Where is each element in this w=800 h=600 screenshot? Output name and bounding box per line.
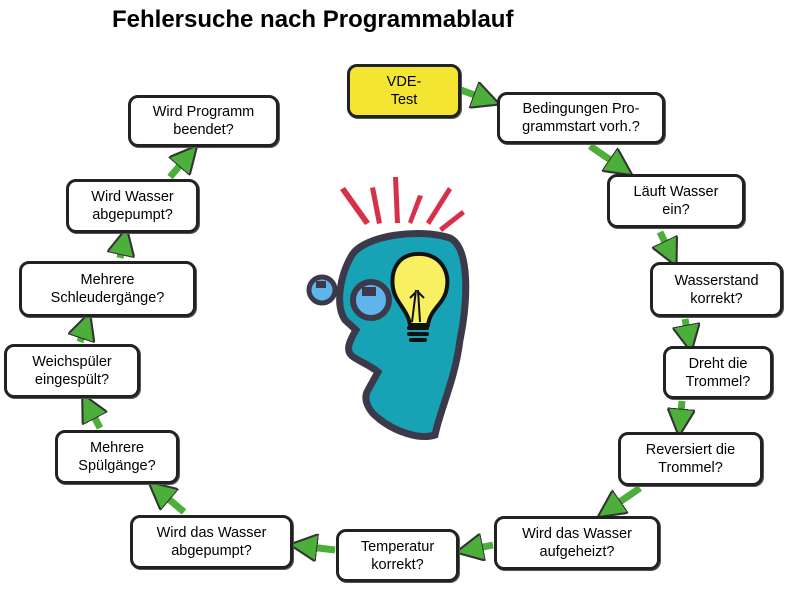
page-title: Fehlersuche nach Programmablauf (112, 6, 514, 33)
step-label: Läuft Wasser ein? (633, 184, 719, 218)
flow-arrow (680, 400, 682, 424)
flow-arrow (468, 545, 494, 550)
flow-arrow (660, 230, 671, 255)
flow-arrow (588, 143, 622, 168)
flow-arrow (608, 485, 642, 510)
step-drum-reverses: Reversiert die Trommel? (618, 432, 763, 486)
step-drum-turns: Dreht die Trommel? (663, 346, 773, 399)
step-label: Mehrere Spülgänge? (78, 440, 156, 474)
flow-arrow (88, 405, 100, 430)
step-program-finished: Wird Programm beendet? (128, 95, 279, 147)
step-temperature: Temperatur korrekt? (336, 529, 459, 582)
flow-arrow (685, 318, 689, 340)
flow-arrow (158, 490, 187, 515)
step-water-drained: Wird Wasser abgepumpt? (66, 179, 199, 233)
step-label: Wasserstand korrekt? (674, 272, 759, 307)
step-multiple-rinses: Mehrere Spülgänge? (55, 430, 179, 484)
flow-arrow (302, 546, 336, 550)
step-label: Mehrere Schleudergänge? (50, 272, 165, 306)
thinking-head-illustration (306, 177, 470, 440)
flow-arrow (459, 90, 488, 100)
step-program-start-conditions: Bedingungen Pro- grammstart vorh.? (497, 92, 665, 144)
step-label: Weichspüler eingespült? (32, 354, 112, 388)
step-label: Wird Wasser abgepumpt? (91, 189, 174, 223)
step-label: Wird das Wasser abgepumpt? (156, 525, 267, 559)
step-water-pumped-out: Wird das Wasser abgepumpt? (130, 515, 293, 569)
eye-icon (306, 274, 338, 306)
step-water-heated: Wird das Wasser aufgeheizt? (494, 516, 660, 570)
step-softener: Weichspüler eingespült? (4, 344, 140, 398)
step-label: VDE- Test (386, 74, 422, 108)
step-label: Dreht die Trommel? (685, 355, 751, 390)
flow-arrow (120, 240, 124, 259)
step-multiple-spins: Mehrere Schleudergänge? (19, 261, 196, 317)
step-label: Wird das Wasser aufgeheizt? (522, 526, 632, 560)
step-water-inflow: Läuft Wasser ein? (607, 174, 745, 228)
flow-arrow (167, 155, 189, 180)
step-label: Wird Programm beendet? (152, 104, 255, 138)
flow-arrow (80, 324, 86, 344)
step-label: Bedingungen Pro- grammstart vorh.? (522, 101, 640, 135)
lightbulb-icon (390, 251, 450, 342)
step-vde-test: VDE- Test (347, 64, 461, 118)
idea-rays-icon (340, 177, 465, 232)
step-label: Temperatur korrekt? (360, 538, 435, 573)
step-label: Reversiert die Trommel? (645, 442, 736, 476)
step-water-level: Wasserstand korrekt? (650, 262, 783, 317)
